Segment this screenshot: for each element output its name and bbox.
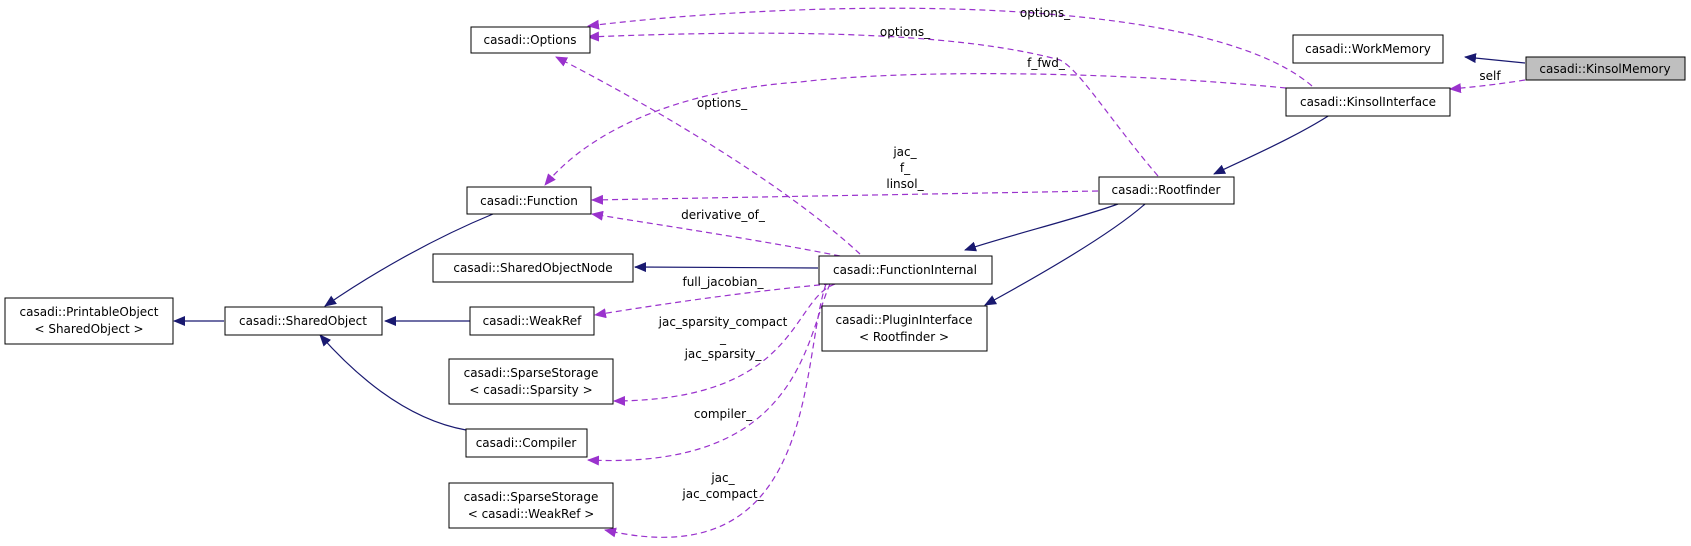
edge-functioninternal-options — [555, 56, 861, 255]
edge-sharedobject-function — [324, 213, 494, 307]
node-function-internal[interactable]: casadi::FunctionInternal — [818, 255, 993, 285]
edge-kinsolinterface-function — [544, 73, 1287, 186]
edge-functioninternal-weakref-storage — [604, 283, 827, 538]
edge-label: jac_ — [892, 145, 917, 159]
svg-text:casadi::PrintableObject: casadi::PrintableObject — [20, 305, 159, 319]
edge-label: jac_compact_ — [681, 487, 764, 501]
node-weak-ref[interactable]: casadi::WeakRef — [469, 306, 595, 336]
svg-text:casadi::FunctionInternal: casadi::FunctionInternal — [833, 263, 977, 277]
svg-text:< Rootfinder >: < Rootfinder > — [859, 330, 949, 344]
inheritance-edges — [173, 53, 1526, 431]
node-kinsol-memory[interactable]: casadi::KinsolMemory — [1525, 56, 1686, 81]
svg-text:casadi::WorkMemory: casadi::WorkMemory — [1305, 42, 1431, 56]
svg-text:< casadi::WeakRef >: < casadi::WeakRef > — [468, 507, 595, 521]
node-shared-object-node[interactable]: casadi::SharedObjectNode — [432, 253, 634, 283]
svg-text:casadi::Rootfinder: casadi::Rootfinder — [1112, 183, 1221, 197]
svg-text:casadi::SparseStorage: casadi::SparseStorage — [464, 490, 599, 504]
edge-functioninternal-compiler — [587, 283, 831, 466]
edge-label: jac_ — [710, 471, 735, 485]
svg-text:casadi::PluginInterface: casadi::PluginInterface — [835, 313, 972, 327]
edge-functioninternal-weakref — [594, 282, 841, 319]
node-function[interactable]: casadi::Function — [466, 186, 592, 215]
node-work-memory[interactable]: casadi::WorkMemory — [1292, 34, 1444, 64]
node-sparse-storage-sparsity[interactable]: casadi::SparseStorage < casadi::Sparsity… — [448, 358, 614, 405]
svg-text:casadi::Options: casadi::Options — [484, 33, 577, 47]
edge-rootfinder-kinsolinterface — [1213, 110, 1337, 175]
edge-label: linsol_ — [886, 177, 924, 191]
node-plugin-interface[interactable]: casadi::PluginInterface < Rootfinder > — [821, 305, 988, 352]
edge-functioninternal-function — [591, 210, 841, 257]
edge-rootfinder-options — [587, 31, 1159, 177]
edge-label: full_jacobian_ — [682, 275, 764, 289]
edge-label: _ — [719, 331, 727, 345]
edge-label: jac_sparsity_compact — [658, 315, 788, 329]
edge-kinsolmemory-workmemory — [1464, 53, 1526, 64]
node-printable-object[interactable]: casadi::PrintableObject < SharedObject > — [4, 297, 174, 345]
edge-label: jac_sparsity_ — [684, 347, 763, 361]
edge-label: options_ — [880, 25, 931, 39]
node-rootfinder[interactable]: casadi::Rootfinder — [1098, 176, 1235, 205]
svg-text:casadi::SharedObjectNode: casadi::SharedObjectNode — [453, 261, 612, 275]
edge-functioninternal-rootfinder — [964, 203, 1119, 252]
node-kinsol-interface[interactable]: casadi::KinsolInterface — [1285, 87, 1451, 117]
svg-text:casadi::KinsolInterface: casadi::KinsolInterface — [1300, 95, 1436, 109]
edge-label: f_fwd_ — [1027, 56, 1066, 70]
node-sparse-storage-weakref[interactable]: casadi::SparseStorage < casadi::WeakRef … — [448, 482, 614, 529]
node-shared-object[interactable]: casadi::SharedObject — [224, 306, 383, 336]
edge-label: compiler_ — [694, 407, 753, 421]
edge-label: options_ — [1020, 6, 1071, 20]
edge-sharedobject-compiler — [319, 334, 467, 431]
svg-text:casadi::WeakRef: casadi::WeakRef — [483, 314, 583, 328]
svg-text:casadi::SparseStorage: casadi::SparseStorage — [464, 366, 599, 380]
svg-text:< SharedObject >: < SharedObject > — [34, 322, 143, 336]
edge-label: f_ — [900, 161, 911, 175]
svg-text:< casadi::Sparsity >: < casadi::Sparsity > — [469, 383, 592, 397]
edge-rootfinder-function — [591, 190, 1099, 205]
edge-kinsolinterface-options-a — [587, 7, 1313, 87]
svg-text:casadi::SharedObject: casadi::SharedObject — [239, 314, 367, 328]
node-compiler[interactable]: casadi::Compiler — [465, 428, 588, 458]
edge-labels: options_ options_ f_fwd_ options_ self j… — [658, 6, 1502, 501]
edge-label: self — [1479, 69, 1501, 83]
svg-text:casadi::Function: casadi::Function — [480, 194, 578, 208]
node-options[interactable]: casadi::Options — [470, 26, 591, 54]
edge-label: options_ — [697, 96, 748, 110]
edge-label: derivative_of_ — [681, 208, 766, 222]
svg-text:casadi::KinsolMemory: casadi::KinsolMemory — [1539, 62, 1670, 76]
edge-plugininterface-rootfinder — [984, 203, 1146, 306]
svg-text:casadi::Compiler: casadi::Compiler — [476, 436, 577, 450]
usage-edges — [544, 7, 1526, 538]
edge-functioninternal-sharedobjectnode — [634, 262, 819, 273]
